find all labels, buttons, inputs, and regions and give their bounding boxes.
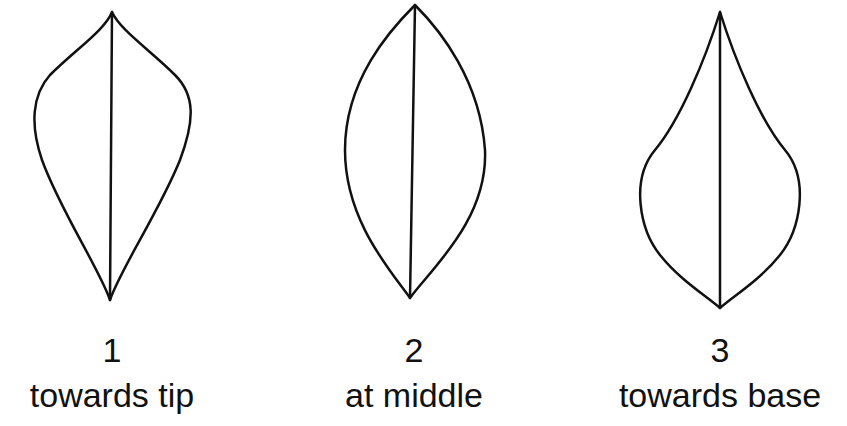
leaf-midrib (410, 5, 415, 298)
figure-number: 2 (405, 333, 424, 367)
figure-number: 1 (103, 333, 122, 367)
position-label: at middle (345, 378, 483, 412)
leaf-midrib (719, 12, 722, 308)
figure-number: 3 (711, 333, 730, 367)
leaf-midrib (110, 12, 112, 300)
position-label: towards base (619, 378, 821, 412)
position-label: towards tip (30, 378, 194, 412)
leaf-outline (34, 12, 190, 300)
leaf-outline (640, 12, 800, 308)
leaf-outline (345, 5, 485, 298)
